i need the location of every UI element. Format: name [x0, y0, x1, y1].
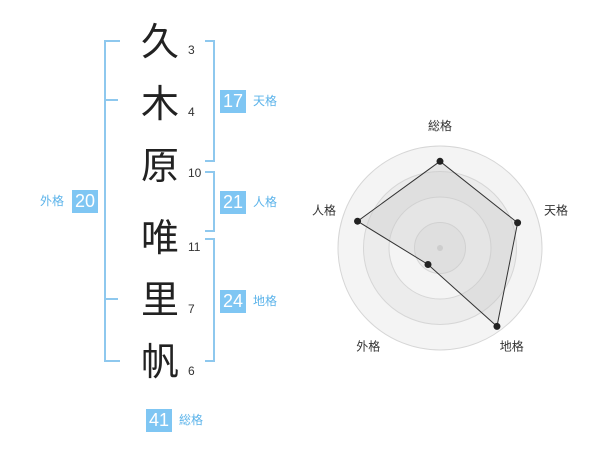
- tenkaku-label: 天格: [253, 94, 278, 108]
- stroke-count-5: 7: [188, 302, 195, 316]
- radar-axis-label: 天格: [544, 202, 568, 217]
- chikaku-value: 24: [220, 290, 247, 313]
- radar-axis-label: 人格: [312, 202, 336, 217]
- surname-char-1: 久: [140, 20, 179, 64]
- soukaku-label: 総格: [179, 413, 204, 427]
- given-char-1: 唯: [140, 216, 179, 260]
- given-char-3: 帆: [140, 340, 179, 384]
- stroke-count-6: 6: [188, 364, 195, 378]
- tenkaku-value: 17: [220, 90, 247, 113]
- radar-axis-label: 外格: [356, 339, 380, 354]
- stroke-count-3: 10: [188, 166, 202, 180]
- radar-point-3: [493, 322, 501, 330]
- stroke-count-1: 3: [188, 43, 195, 57]
- surname-char-2: 木: [140, 82, 179, 126]
- tenkaku-bracket: [205, 40, 215, 162]
- bracket-tick: [104, 99, 118, 101]
- jinkaku-bracket: [205, 171, 215, 232]
- radar-center: [437, 245, 443, 251]
- radar-axis-label: 地格: [500, 339, 524, 354]
- gaikaku-bracket: [104, 40, 120, 362]
- bracket-tick: [104, 298, 118, 300]
- radar-axis-label: 総格: [428, 118, 452, 133]
- surname-char-3: 原: [140, 144, 179, 188]
- radar-point-5: [354, 217, 362, 225]
- radar-area: [356, 160, 519, 328]
- stroke-count-4: 11: [188, 240, 201, 254]
- stroke-count-2: 4: [188, 105, 195, 119]
- jinkaku-label: 人格: [253, 195, 278, 209]
- given-char-2: 里: [140, 278, 179, 322]
- radar-point-1: [436, 157, 444, 165]
- radar-point-4: [424, 261, 432, 269]
- chikaku-bracket: [205, 238, 215, 362]
- gaikaku-value: 20: [72, 190, 99, 213]
- radar-point-2: [514, 219, 522, 227]
- soukaku-value: 41: [146, 409, 173, 432]
- jinkaku-value: 21: [220, 191, 247, 214]
- chikaku-label: 地格: [253, 294, 278, 308]
- gaikaku-label: 外格: [40, 194, 65, 208]
